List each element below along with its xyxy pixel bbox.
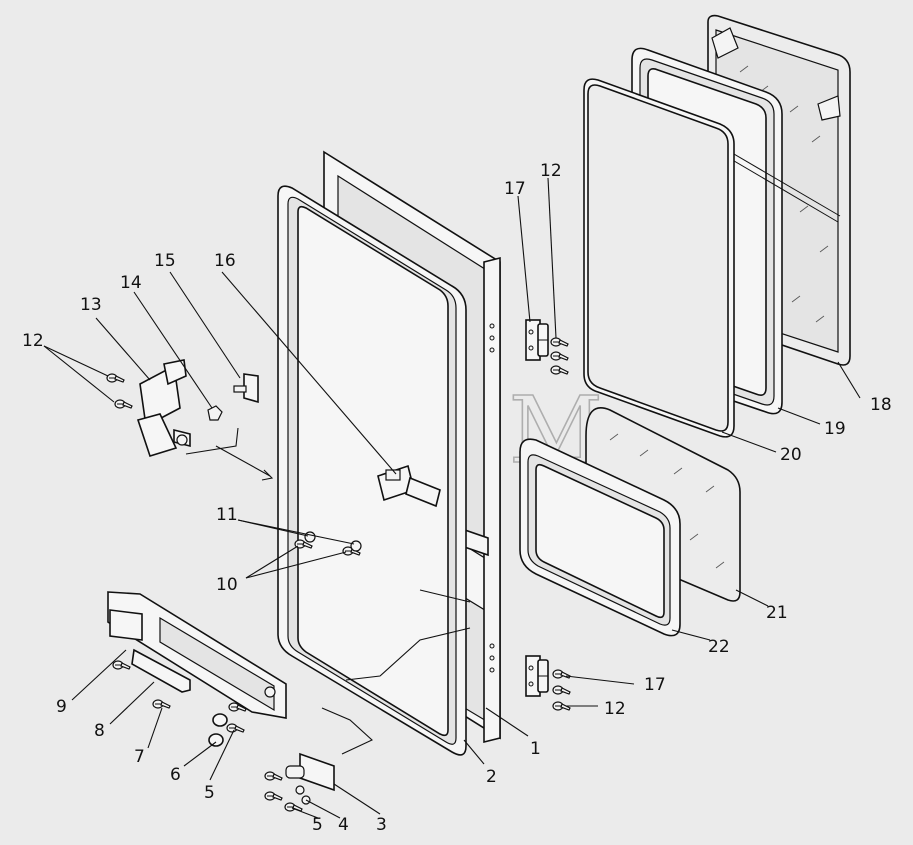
callout-12-upper: 12 bbox=[540, 161, 562, 181]
callout-20: 20 bbox=[780, 445, 802, 465]
window-seal-part-20 bbox=[583, 78, 735, 438]
latch-pin-part-15 bbox=[233, 373, 259, 404]
callout-5-upper: 5 bbox=[204, 783, 215, 803]
callout-17-lower: 17 bbox=[644, 675, 666, 695]
callout-3: 3 bbox=[376, 815, 387, 835]
bracket-part-9 bbox=[107, 591, 287, 719]
callout-4: 4 bbox=[338, 815, 349, 835]
leader-lines bbox=[43, 177, 861, 819]
bumpers-part-6 bbox=[208, 713, 228, 747]
callout-9: 9 bbox=[56, 697, 67, 717]
door-seal-part-2 bbox=[277, 185, 467, 756]
callout-11: 11 bbox=[216, 505, 238, 525]
screws-part-12-upper bbox=[550, 337, 569, 375]
callout-19: 19 bbox=[824, 419, 846, 439]
callout-13: 13 bbox=[80, 295, 102, 315]
catch-plate-part-3 bbox=[285, 752, 335, 792]
callout-12-lower: 12 bbox=[604, 699, 626, 719]
callout-8: 8 bbox=[94, 721, 105, 741]
callout-2: 2 bbox=[486, 767, 497, 787]
lower-window-frame-part-22 bbox=[519, 438, 681, 637]
interior-lock-part-16 bbox=[377, 464, 441, 508]
callout-18: 18 bbox=[870, 395, 892, 415]
callout-6: 6 bbox=[170, 765, 181, 785]
nut-part-14 bbox=[207, 405, 223, 421]
assembly-guide-lines bbox=[185, 427, 471, 755]
callout-15: 15 bbox=[154, 251, 176, 271]
screws-part-5 bbox=[226, 702, 303, 812]
callout-16: 16 bbox=[214, 251, 236, 271]
screws-part-12-left bbox=[106, 373, 133, 409]
callout-1: 1 bbox=[530, 739, 541, 759]
callout-22: 22 bbox=[708, 637, 730, 657]
callout-14: 14 bbox=[120, 273, 142, 293]
callout-21: 21 bbox=[766, 603, 788, 623]
hinge-lower-part-17 bbox=[525, 655, 549, 697]
callout-7: 7 bbox=[134, 747, 145, 767]
callout-12-left: 12 bbox=[22, 331, 44, 351]
door-handle-part-13 bbox=[136, 359, 191, 457]
clip-part-8 bbox=[131, 648, 191, 693]
callout-17-upper: 17 bbox=[504, 179, 526, 199]
callout-5-lower: 5 bbox=[312, 815, 323, 835]
callout-labels: 1 2 3 4 5 5 6 7 8 9 10 11 12 12 12 13 14… bbox=[22, 161, 892, 835]
hinge-upper-part-17 bbox=[525, 319, 549, 361]
callout-10: 10 bbox=[216, 575, 238, 595]
